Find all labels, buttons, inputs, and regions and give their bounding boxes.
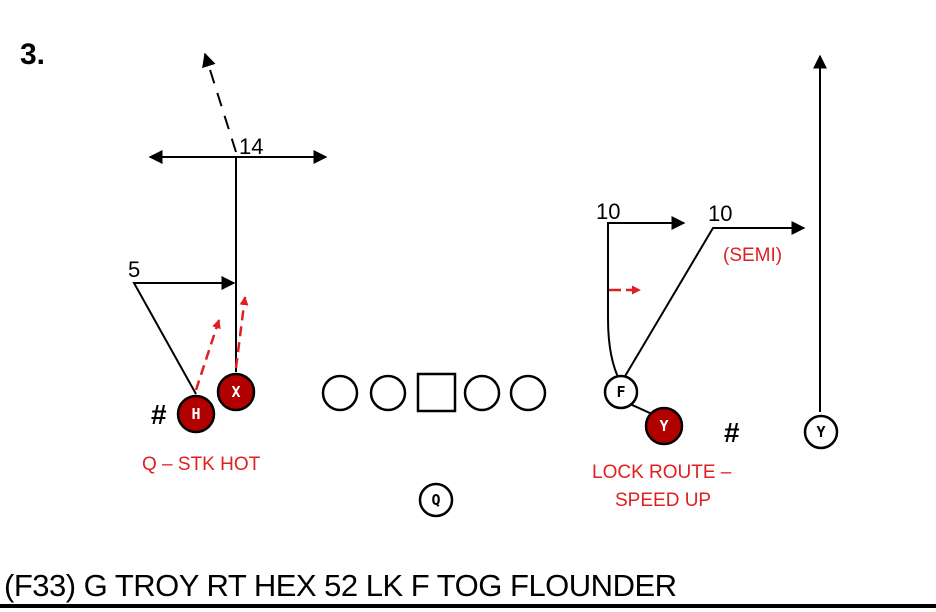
player-y-right-letter: Y: [816, 423, 825, 441]
x-hot-dashed-route: [234, 296, 249, 369]
semi-label: (SEMI): [723, 245, 782, 266]
lineman-circle: [369, 374, 407, 412]
player-h: H: [176, 394, 216, 434]
player-x-letter: X: [231, 383, 240, 401]
play-number: 3.: [20, 38, 46, 71]
player-f-letter: F: [616, 383, 625, 401]
f-route: [607, 216, 686, 384]
player-x: X: [216, 372, 256, 412]
depth-label-5: 5: [128, 257, 140, 282]
player-y-red: Y: [644, 406, 684, 446]
player-q-letter: Q: [431, 491, 440, 509]
player-y-right: Y: [803, 414, 839, 450]
player-y-red-letter: Y: [659, 417, 668, 435]
lineman-circle: [321, 374, 359, 412]
y-semi-route: [620, 221, 806, 384]
f-to-y-line: [629, 403, 653, 415]
h-route: [132, 276, 236, 395]
play-caption: (F33) G TROY RT HEX 52 LK F TOG FLOUNDER: [4, 568, 677, 603]
player-f: F: [603, 374, 639, 410]
bottom-rule: [0, 604, 936, 608]
h-hot-dashed-route: [194, 319, 221, 391]
x-option-dashed-route: [202, 52, 237, 153]
player-h-letter: H: [191, 405, 200, 423]
depth-label-14: 14: [239, 134, 263, 159]
lineman-circle: [509, 374, 547, 412]
lock-route-note-line1: LOCK ROUTE –: [592, 462, 732, 483]
player-q: Q: [418, 482, 454, 518]
hot-note: Q – STK HOT: [142, 454, 261, 475]
hash-mark-left: #: [151, 399, 167, 430]
lock-route-note-line2: SPEED UP: [615, 490, 711, 511]
depth-label-10-right: 10: [708, 201, 732, 226]
center-square: [416, 372, 457, 413]
hash-mark-right: #: [724, 417, 740, 448]
depth-label-10-left: 10: [596, 199, 620, 224]
lineman-circle: [463, 374, 501, 412]
